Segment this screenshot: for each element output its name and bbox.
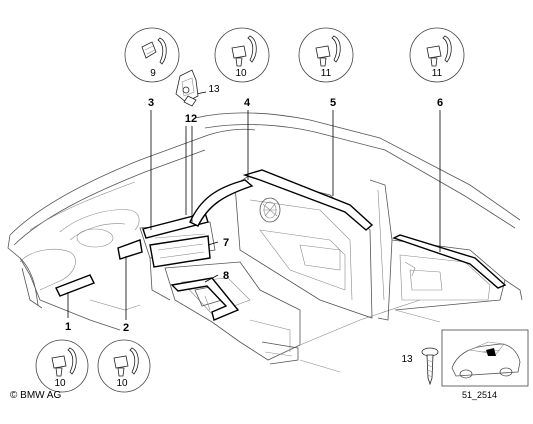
- fastener-10-top: 10: [214, 27, 270, 83]
- leader-lines: [67, 91, 441, 320]
- fastener-11b: 11: [409, 27, 465, 83]
- fastener-label-10-top: 10: [235, 68, 247, 79]
- footer: © BMW AG 51_2514: [10, 390, 497, 401]
- trim-strips: [55, 169, 507, 321]
- callout-13-lower: 13: [401, 354, 413, 365]
- fastener-9: 9: [124, 27, 180, 83]
- fastener-label-9: 9: [150, 68, 156, 79]
- callout-8: 8: [223, 270, 229, 282]
- screw-13: [421, 347, 439, 386]
- callout-6: 6: [437, 97, 443, 109]
- callout-5: 5: [330, 97, 336, 109]
- door-speaker: [259, 197, 281, 223]
- fastener-label-11b: 11: [432, 68, 443, 79]
- fastener-label-10-bottom-b: 10: [116, 378, 128, 389]
- fastener-10-bottom-b: 10: [97, 339, 151, 393]
- trim-strip-4: [189, 179, 254, 227]
- callout-4: 4: [244, 97, 251, 109]
- trim-strip-5: [242, 169, 374, 231]
- trim-strip-2: [117, 239, 143, 260]
- fastener-label-11a: 11: [321, 68, 332, 79]
- trim-strip-8: [170, 277, 240, 321]
- inset-vehicle: [441, 329, 529, 387]
- callout-2: 2: [123, 322, 129, 334]
- fastener-label-10-bottom-a: 10: [54, 378, 66, 389]
- fastener-11a: 11: [298, 27, 354, 83]
- callout-13-upper: 13: [208, 84, 220, 95]
- trim-strip-7: [149, 235, 211, 268]
- callout-1: 1: [65, 321, 71, 333]
- clip-assembly-12: [175, 69, 199, 107]
- trim-strip-6: [392, 234, 507, 289]
- diagram-id: 51_2514: [462, 390, 497, 400]
- trim-strip-1: [55, 274, 95, 297]
- copyright-text: © BMW AG: [10, 390, 61, 401]
- callouts: 1 2 3 4 5 6 7 8 12 13 13: [65, 84, 443, 365]
- fastener-10-bottom-a: 10: [35, 339, 89, 393]
- callout-3: 3: [148, 97, 154, 109]
- callout-12: 12: [185, 113, 197, 125]
- callout-7: 7: [223, 237, 229, 249]
